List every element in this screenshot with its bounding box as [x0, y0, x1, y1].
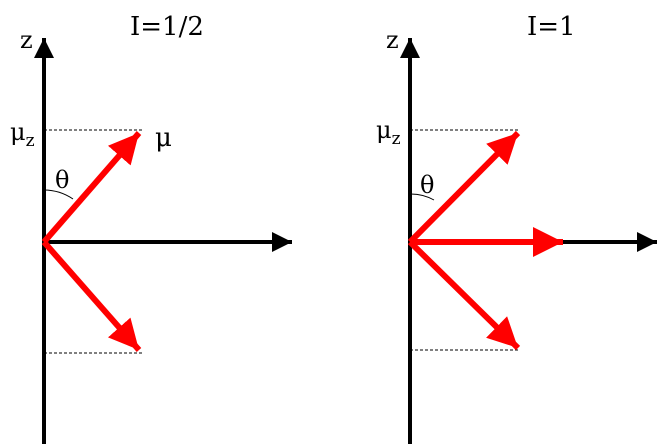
- panel-spin-one: I=1 z θ μz: [376, 12, 657, 444]
- theta-arc: [409, 193, 435, 201]
- theta-label: θ: [55, 166, 69, 194]
- mu-z-label: μz: [376, 116, 401, 149]
- z-axis-label: z: [20, 26, 33, 54]
- mu-vector-label: μ: [155, 123, 172, 153]
- panel-title: I=1/2: [130, 12, 204, 42]
- theta-label: θ: [420, 171, 434, 199]
- panel-title: I=1: [527, 12, 576, 42]
- theta-arc: [43, 189, 74, 200]
- z-axis-label: z: [386, 26, 399, 54]
- moment-down-arrow: [407, 239, 521, 351]
- moment-up-arrow: [407, 130, 521, 245]
- moment-up-arrow: [41, 131, 142, 244]
- mu-z-label: μz: [10, 118, 35, 151]
- moment-down-arrow: [41, 240, 142, 352]
- panel-spin-half: I=1/2 z θ μz μ: [10, 12, 292, 444]
